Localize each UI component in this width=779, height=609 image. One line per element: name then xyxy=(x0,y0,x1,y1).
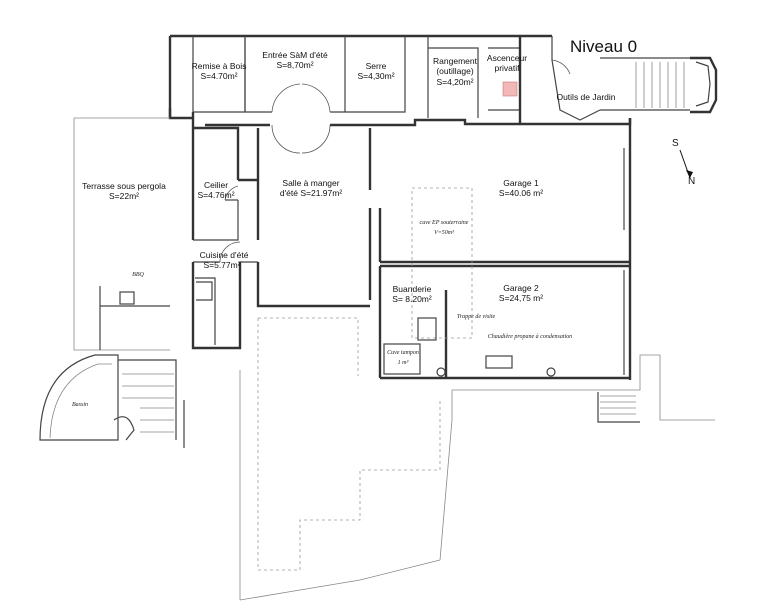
buanderie-name: Buanderie xyxy=(393,284,432,294)
cuve-ep-label: cuve EP souterraine xyxy=(420,220,469,226)
entree-area: S=8,70m² xyxy=(276,60,313,70)
cuisine-name: Cuisine d'été xyxy=(200,250,249,260)
stairs-bottom-right xyxy=(600,395,636,415)
salle-area: d'été S=21.97m² xyxy=(280,188,343,198)
remise-name: Remise à Bois xyxy=(192,61,247,71)
entree-name: Entrée SàM d'été xyxy=(262,50,328,60)
elevator-marker xyxy=(502,81,518,97)
serre-area: S=4,30m² xyxy=(357,71,394,81)
bassin-label: Bassin xyxy=(72,402,88,408)
rangement-name-1: Rangement xyxy=(433,56,478,66)
cuisine-area: S=5.77m² xyxy=(203,260,240,270)
stairs-left xyxy=(118,359,185,448)
serre-name: Serre xyxy=(366,61,387,71)
chaudiere-label: Chaudière propane à condensation xyxy=(488,334,572,340)
doors xyxy=(219,59,571,263)
stairs-top-right xyxy=(635,62,685,108)
buanderie-area: S= 8.20m² xyxy=(392,294,432,304)
compass: S N xyxy=(672,138,695,187)
terrasse-area: S=22m² xyxy=(109,191,139,201)
level-title: Niveau 0 xyxy=(570,37,637,56)
annotations: cuve EP souterraine V=50m³ Trappe de vis… xyxy=(72,220,572,408)
garage2-area: S=24,75 m² xyxy=(499,293,543,303)
trappe-label: Trappe de visite xyxy=(457,314,496,320)
rangement-name-2: (outillage) xyxy=(436,66,473,76)
cuve-ep-volume: V=50m³ xyxy=(434,230,454,236)
bbq-label: BBQ xyxy=(132,272,144,278)
rangement-area: S=4,20m² xyxy=(436,77,473,87)
outils-name: Outils de Jardin xyxy=(556,92,615,102)
salle-name: Salle à manger xyxy=(282,178,339,188)
cuve-tampon-volume: 1 m³ xyxy=(398,360,409,366)
building-walls xyxy=(168,34,718,380)
exterior-lines xyxy=(39,62,715,601)
technical-elements xyxy=(383,187,556,377)
ceilier-name: Ceilier xyxy=(204,180,228,190)
garage1-name: Garage 1 xyxy=(503,178,539,188)
remise-area: S=4.70m² xyxy=(200,71,237,81)
ascenseur-name-1: Ascenceur xyxy=(487,53,527,63)
garage1-area: S=40.06 m² xyxy=(499,188,543,198)
garage2-name: Garage 2 xyxy=(503,283,539,293)
compass-north: N xyxy=(688,176,695,187)
terrasse-name: Terrasse sous pergola xyxy=(82,181,166,191)
cuve-tampon-label: Cuve tampon xyxy=(387,350,419,356)
ceilier-area: S=4.76m² xyxy=(197,190,234,200)
compass-south: S xyxy=(672,138,679,149)
room-labels: Remise à Bois S=4.70m² Entrée SàM d'été … xyxy=(82,50,616,304)
ascenseur-name-2: privatif xyxy=(494,63,520,73)
